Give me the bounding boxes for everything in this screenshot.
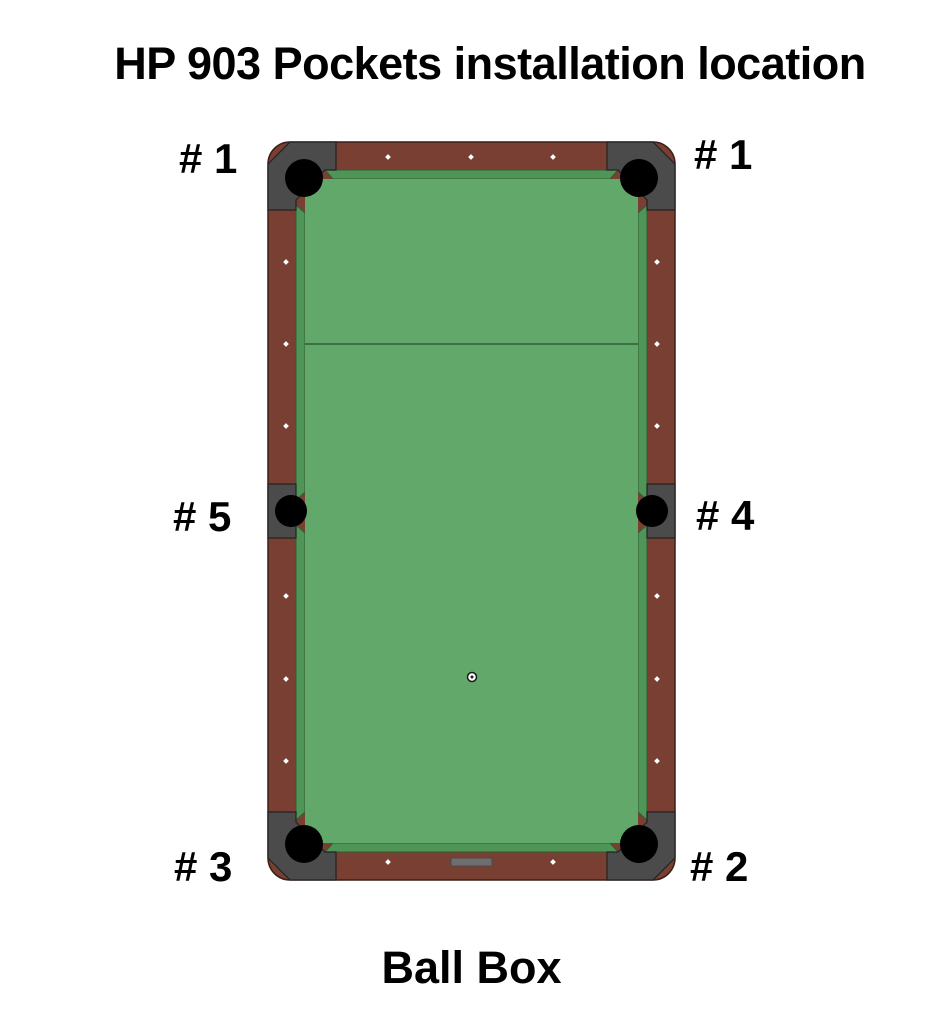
diamond [385,154,391,160]
ball-box-slot [450,857,493,867]
diamond [385,859,391,865]
diagram-title: HP 903 Pockets installation location [114,38,866,89]
diamond [283,758,289,764]
pocket-hole-middle-left [275,495,307,527]
ball-box-label: Ball Box [381,942,562,993]
cushion-top [323,169,620,180]
pocket-label-middle-right: # 4 [696,492,755,539]
diamond [654,259,660,265]
cushion-left-upper [295,203,306,502]
diamond [283,593,289,599]
diamond [654,341,660,347]
diamond [654,676,660,682]
pocket-label-top-left: # 1 [179,135,238,182]
cushion-right-upper [637,203,648,502]
diamond [283,676,289,682]
table-felt [305,179,638,843]
pocket-label-middle-left: # 5 [173,493,232,540]
pocket-hole-bottom-right [620,825,658,863]
pocket-hole-top-left [285,159,323,197]
pocket-hole-top-right [620,159,658,197]
diamond [654,593,660,599]
pocket-label-bottom-left: # 3 [174,843,233,890]
pocket-hole-bottom-left [285,825,323,863]
diamond [283,423,289,429]
pocket-hole-middle-right [636,495,668,527]
diamond [283,341,289,347]
cushion-right-lower [637,523,648,822]
diamond [550,154,556,160]
diamond [468,154,474,160]
foot-spot-center [470,675,474,679]
diamond [550,859,556,865]
diamond [283,259,289,265]
pocket-label-bottom-right: # 2 [690,843,749,890]
cushion-left-lower [295,523,306,822]
pocket-label-top-right: # 1 [694,131,753,178]
diamond [654,423,660,429]
cushion-bottom [323,842,620,853]
diamond [654,758,660,764]
